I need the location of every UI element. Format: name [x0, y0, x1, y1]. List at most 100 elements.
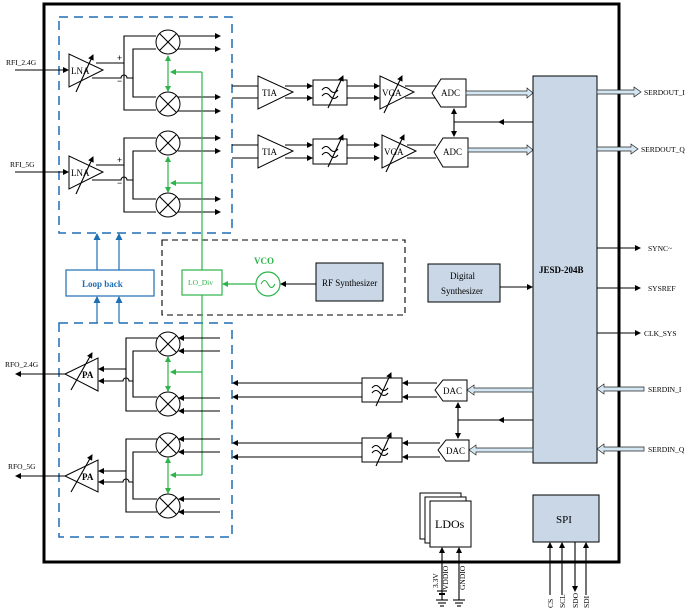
- variable-gain-arrow-icon: [75, 54, 94, 93]
- tunable-filter-tx-i: [361, 372, 403, 407]
- rf-synthesizer-label: RF Synthesizer: [322, 278, 377, 288]
- adc-q: ADC: [433, 137, 469, 168]
- spi-block: SPI CS SCL SDO SDI: [532, 494, 600, 608]
- lna-24g: LNA: [68, 53, 105, 93]
- jesd204b-block: JESD-204B: [532, 75, 598, 464]
- serdin-i-label: SERDIN_I: [648, 385, 682, 394]
- tunable-filter-tx-q: [361, 432, 403, 467]
- tunable-arrow-icon: [327, 75, 344, 109]
- vco-label: VCO: [254, 256, 274, 266]
- dac-i-label: DAC: [443, 386, 462, 396]
- rf-synthesizer-block: RF Synthesizer: [280, 262, 384, 302]
- serdout-i-port: SERDOUT_I: [596, 86, 685, 98]
- svg-text:+: +: [117, 53, 122, 63]
- tx-mixer-24g-q: [155, 391, 181, 417]
- rx-mixer-outputs: [178, 33, 221, 215]
- tx-frontend-group: [58, 322, 233, 538]
- lna-5g-diff-wires: + −: [92, 137, 156, 213]
- pa-24g-diff-wires: [98, 337, 157, 412]
- rfi-24g-label: RFI_2.4G: [6, 58, 37, 67]
- tunable-filter-rx-q: [312, 134, 348, 168]
- adc-i: ADC: [431, 78, 467, 108]
- rx-mixer-24g-q: [155, 91, 181, 117]
- rx-mixer-5g-q: [155, 192, 181, 218]
- ldos-block: LDOs 3.3V VDDIO GNDIO: [419, 492, 472, 607]
- vga-q: VGA: [381, 134, 418, 173]
- variable-gain-arrow-icon: [70, 352, 93, 391]
- spi-sdo-label: SDO: [571, 592, 580, 608]
- dac-q: DAC: [437, 439, 470, 462]
- tx-mixer-inputs: [178, 335, 220, 515]
- lo-distribution: [165, 55, 203, 494]
- ground-icon: [453, 599, 465, 607]
- ldos-label: LDOs: [435, 517, 465, 531]
- chip-boundary: [42, 2, 621, 564]
- variable-gain-arrow-icon: [70, 454, 93, 493]
- dac-i: DAC: [434, 379, 468, 402]
- pa-24g-label: PA: [82, 370, 94, 380]
- lna-5g-label: LNA: [71, 168, 90, 178]
- tx-chain-i: DAC: [232, 372, 534, 407]
- pa-5g-label: PA: [82, 472, 94, 482]
- rx-chain-i: TIA VGA ADC: [232, 75, 534, 114]
- jesd-to-dac-i-bus: [466, 384, 534, 396]
- vga-i: VGA: [379, 75, 416, 114]
- dac-q-label: DAC: [446, 446, 465, 456]
- rx-mixer-5g-i: [155, 130, 181, 156]
- loop-back-block: Loop back: [65, 233, 155, 323]
- spi-sdi-label: SDI: [582, 595, 591, 608]
- rfo-24g-label: RFO_2.4G: [5, 360, 39, 369]
- tia-q-label: TIA: [262, 147, 277, 157]
- loop-back-label: Loop back: [82, 279, 123, 289]
- serdout-i-label: SERDOUT_I: [644, 88, 685, 97]
- tia-q: TIA: [257, 134, 295, 169]
- serdin-q-label: SERDIN_Q: [648, 445, 685, 454]
- pa-5g-diff-wires: [98, 438, 157, 513]
- rx-chain-q: TIA VGA ADC: [232, 134, 534, 173]
- sysref-label: SYSREF: [648, 284, 676, 293]
- tx-mixer-5g-i: [155, 432, 181, 458]
- svg-text:+: +: [117, 155, 122, 165]
- spi-scl-label: SCL: [558, 594, 567, 608]
- spi-cs-label: CS: [546, 599, 555, 608]
- adc-i-to-jesd-bus: [465, 87, 534, 99]
- pa-5g: PA: [63, 454, 99, 493]
- serdin-q-port: SERDIN_Q: [596, 443, 685, 455]
- gndio-label: GNDIO: [458, 565, 467, 590]
- rx-mixer-24g-i: [155, 29, 181, 55]
- clk-sys-label: CLK_SYS: [644, 329, 677, 338]
- digital-synthesizer-block: Digital Synthesizer: [427, 263, 533, 303]
- tx-chain-q: DAC: [232, 432, 534, 467]
- svg-text:−: −: [117, 178, 122, 188]
- vddio-label: VDDIO: [441, 565, 450, 590]
- adc-q-label: ADC: [443, 147, 462, 157]
- v33-label: 3.3V: [431, 573, 440, 588]
- lna-24g-label: LNA: [71, 66, 90, 76]
- tia-i: TIA: [257, 75, 295, 110]
- digital-synth-label-1: Digital: [450, 271, 475, 281]
- tunable-filter-rx-i: [312, 75, 348, 109]
- variable-gain-arrow-icon: [75, 156, 94, 195]
- sync-label: SYNC~: [648, 244, 672, 253]
- vco-block: VCO: [222, 256, 281, 297]
- lna-5g: LNA: [68, 155, 105, 195]
- lo-div-label: LO_Div: [188, 278, 213, 287]
- serdout-q-port: SERDOUT_Q: [596, 143, 685, 155]
- tx-mixer-5g-q: [155, 493, 181, 519]
- rfo-5g-label: RFO_5G: [8, 462, 36, 471]
- vga-q-label: VGA: [384, 147, 404, 157]
- spi-label: SPI: [556, 514, 572, 526]
- sync-port: SYNC~: [597, 244, 672, 253]
- serdout-q-label: SERDOUT_Q: [641, 145, 685, 154]
- sine-wave-icon: [260, 279, 276, 289]
- jesd-label: JESD-204B: [539, 265, 584, 275]
- rfi-5g-input: RFI_5G: [10, 160, 69, 175]
- ground-icon: [436, 599, 448, 607]
- clk-sys-port: CLK_SYS: [597, 329, 677, 338]
- lo-generation-group: [161, 239, 406, 316]
- tia-i-label: TIA: [262, 88, 277, 98]
- lo-divider-block: LO_Div: [181, 269, 223, 296]
- tx-mixer-24g-i: [155, 331, 181, 357]
- adc-q-to-jesd-bus: [467, 144, 534, 156]
